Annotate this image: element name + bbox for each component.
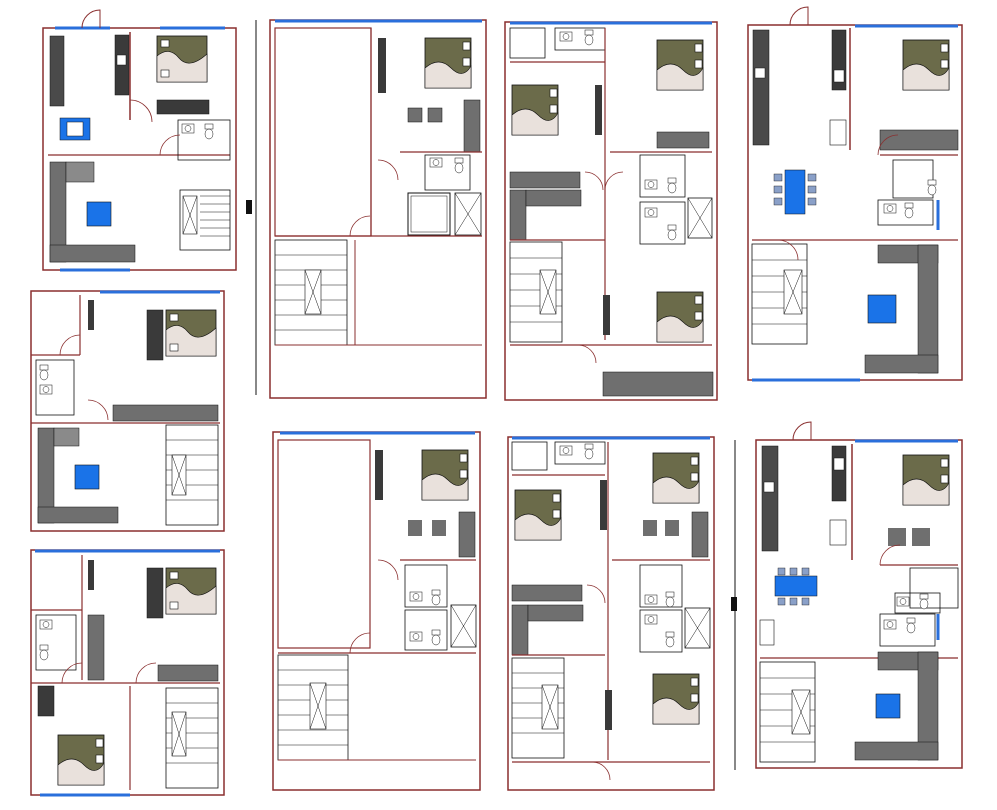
plan-7 — [507, 436, 715, 791]
plan-6 — [504, 21, 718, 401]
plan-9 — [731, 421, 963, 770]
plan-2 — [30, 290, 225, 532]
plan-8 — [747, 6, 963, 382]
plan-5 — [272, 431, 481, 791]
plan-3 — [30, 549, 225, 797]
plan-4 — [246, 19, 487, 399]
plan-1 — [42, 9, 237, 272]
